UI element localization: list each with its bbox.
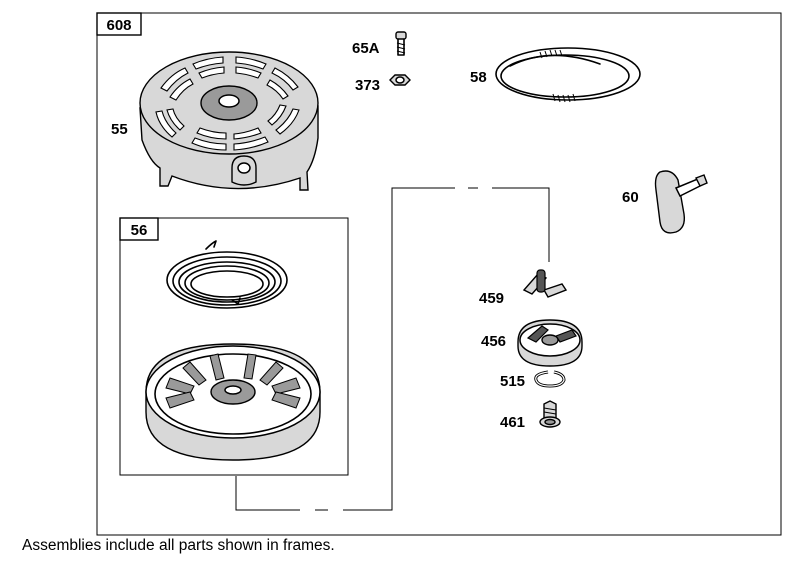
frames-footnote: Assemblies include all parts shown in fr…	[22, 537, 335, 554]
rewind-spring-part	[166, 240, 288, 309]
part-label-515: 515	[500, 373, 525, 390]
leader-lines	[235, 187, 550, 511]
retainer-456-part	[517, 319, 583, 367]
rewind-pulley-part	[145, 343, 321, 461]
outer-frame-label: 608	[106, 17, 131, 34]
pawl-459-part	[522, 269, 568, 298]
part-label-55: 55	[111, 121, 128, 138]
inner-frame-label-box	[119, 217, 159, 241]
outer-frame	[96, 12, 782, 536]
nut-373-part	[389, 74, 411, 86]
starter-rope-part	[495, 47, 641, 103]
part-label-60: 60	[622, 189, 639, 206]
blower-housing-part	[139, 51, 319, 191]
part-label-456: 456	[481, 333, 506, 350]
part-label-65a: 65A	[352, 40, 380, 57]
inner-frame	[119, 217, 349, 476]
inner-frame-label: 56	[131, 222, 148, 239]
part-label-58: 58	[470, 69, 487, 86]
starter-handle-part	[654, 170, 708, 234]
part-label-373: 373	[355, 77, 380, 94]
part-label-461: 461	[500, 414, 525, 431]
retaining-ring-515-part	[534, 370, 566, 388]
outer-frame-label-box	[96, 12, 142, 36]
part-label-459: 459	[479, 290, 504, 307]
screw-461-part	[539, 400, 561, 428]
screw-65a-part	[395, 31, 407, 56]
